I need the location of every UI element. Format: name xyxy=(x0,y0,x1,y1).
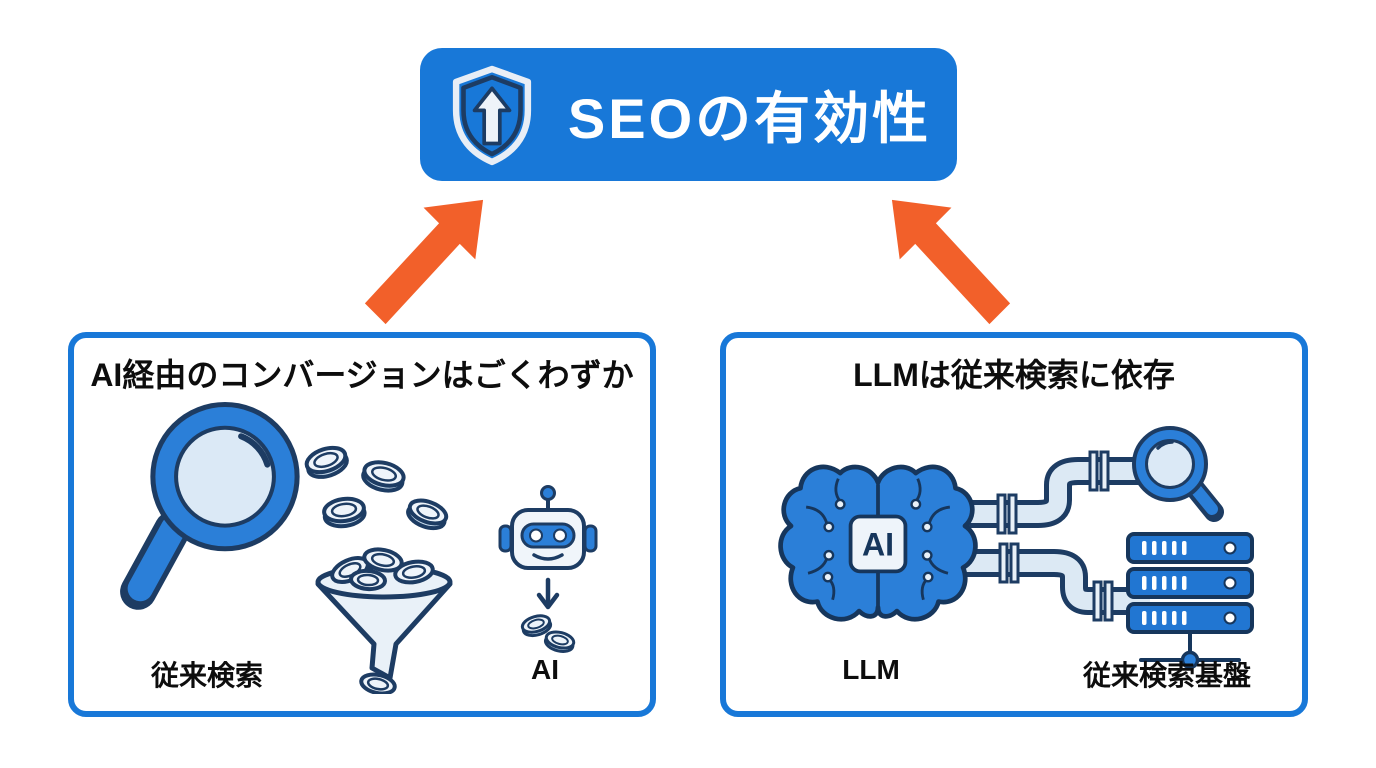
traditional-search-infra-label: 従来検索基盤 xyxy=(1082,660,1251,691)
left-panel: AI経由のコンバージョンはごくわずか xyxy=(68,332,656,717)
coin-icon xyxy=(361,460,406,493)
coin-icon xyxy=(520,614,553,638)
right-panel-title: LLMは従来検索に依存 xyxy=(853,357,1175,393)
up-right-arrow-icon xyxy=(364,199,484,325)
coin-icon xyxy=(359,672,397,694)
traditional-search-label: 従来検索 xyxy=(150,660,263,691)
down-arrow-icon xyxy=(536,577,560,610)
robot-ai-icon xyxy=(498,485,598,653)
coin-icon xyxy=(543,630,576,653)
ai-label: AI xyxy=(531,654,559,685)
server-stack-icon xyxy=(1126,532,1254,670)
pipe-coupling-icon xyxy=(1088,450,1110,492)
pipe-coupling-icon xyxy=(998,542,1020,584)
up-left-arrow-icon xyxy=(891,199,1011,325)
server-row xyxy=(1126,532,1254,564)
seo-header-badge: SEOの有効性 xyxy=(420,48,957,181)
left-panel-title: AI経由のコンバージョンはごくわずか xyxy=(90,357,634,393)
coin-icon xyxy=(406,498,449,531)
pipes-icon xyxy=(964,450,1150,622)
magnifier-icon xyxy=(120,402,300,610)
ai-chip-label: AI xyxy=(862,526,894,562)
right-panel: LLMは従来検索に依存 xyxy=(720,332,1308,717)
llm-label: LLM xyxy=(842,654,900,685)
pipe-coupling-icon xyxy=(996,493,1018,535)
coin-icon xyxy=(304,445,349,479)
server-row xyxy=(1126,567,1254,599)
brain-ai-chip-icon: AI xyxy=(778,464,978,622)
pipe-coupling-icon xyxy=(1092,580,1114,622)
server-row xyxy=(1126,602,1254,634)
search-magnifier-icon xyxy=(1132,426,1224,522)
coin-icon xyxy=(322,496,367,529)
coin-icon xyxy=(349,568,387,592)
header-title: SEOの有効性 xyxy=(567,87,932,150)
coins-funnel-icon xyxy=(304,445,453,694)
shield-up-arrow-icon xyxy=(452,65,531,165)
coin-icon xyxy=(393,559,435,585)
